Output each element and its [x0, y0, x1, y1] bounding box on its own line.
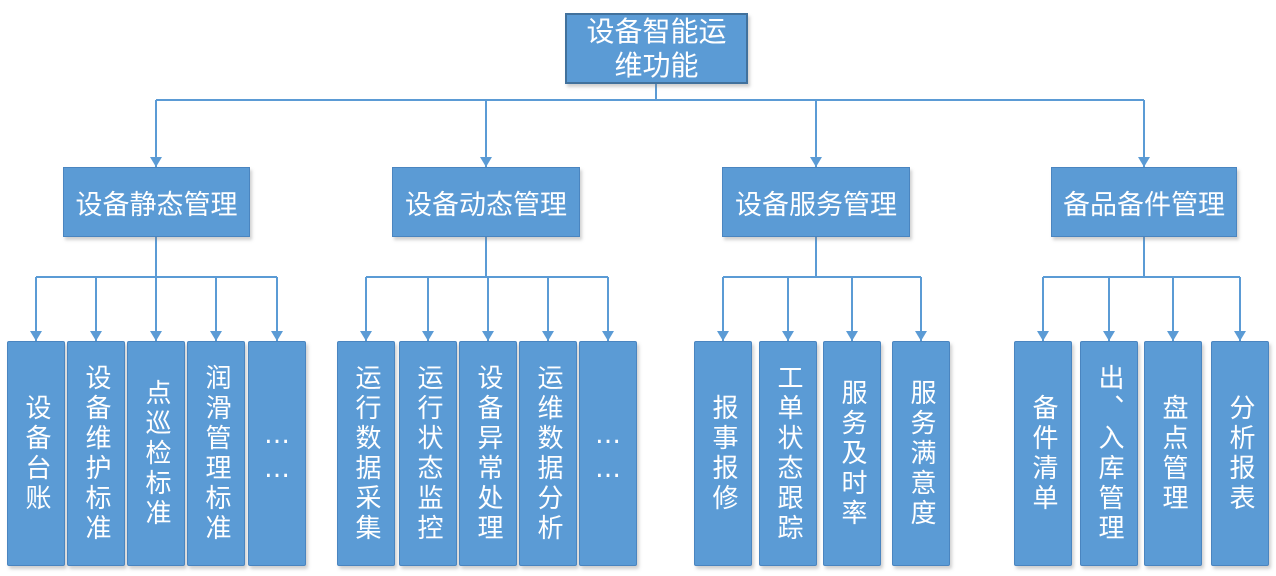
leaf-node: 盘点管理 — [1144, 341, 1202, 566]
leaf-node: 报事报修 — [694, 341, 752, 566]
leaf-label: …… — [593, 419, 623, 488]
leaf-node: 运维数据分析 — [519, 341, 577, 566]
node-root: 设备智能运维功能 — [565, 13, 748, 84]
leaf-label: 运维数据分析 — [533, 363, 563, 544]
leaf-label: 工单状态跟踪 — [773, 363, 803, 544]
leaf-label: 设备台账 — [21, 393, 51, 514]
leaf-node: 工单状态跟踪 — [759, 341, 817, 566]
node-branch-static-mgmt: 设备静态管理 — [63, 167, 250, 237]
leaf-label: 服务满意度 — [906, 378, 936, 529]
leaf-node-ellipsis: …… — [579, 341, 637, 566]
leaf-node: 服务满意度 — [892, 341, 950, 566]
leaf-node: 分析报表 — [1211, 341, 1269, 566]
leaf-node: 设备台账 — [7, 341, 65, 566]
leaf-node: 设备维护标准 — [67, 341, 125, 566]
leaf-node: 润滑管理标准 — [187, 341, 245, 566]
node-branch-dynamic-mgmt: 设备动态管理 — [392, 167, 580, 237]
leaf-node: 运行状态监控 — [399, 341, 457, 566]
leaf-label: 分析报表 — [1225, 393, 1255, 514]
leaf-node: 服务及时率 — [823, 341, 881, 566]
leaf-node: 点巡检标准 — [127, 341, 185, 566]
leaf-label: 点巡检标准 — [141, 378, 171, 529]
leaf-label: 运行状态监控 — [413, 363, 443, 544]
leaf-label: 盘点管理 — [1158, 393, 1188, 514]
leaf-node: 备件清单 — [1014, 341, 1072, 566]
leaf-label: 出、入库管理 — [1094, 363, 1124, 544]
node-branch-service-mgmt: 设备服务管理 — [722, 167, 910, 237]
node-branch-spares-mgmt: 备品备件管理 — [1051, 167, 1237, 237]
leaf-node: 出、入库管理 — [1080, 341, 1138, 566]
leaf-label: 备件清单 — [1028, 393, 1058, 514]
leaf-label: 运行数据采集 — [351, 363, 381, 544]
leaf-node: 设备异常处理 — [459, 341, 517, 566]
leaf-node-ellipsis: …… — [248, 341, 306, 566]
leaf-label: 报事报修 — [708, 393, 738, 514]
leaf-label: 润滑管理标准 — [201, 363, 231, 544]
leaf-label: 服务及时率 — [837, 378, 867, 529]
leaf-label: 设备异常处理 — [473, 363, 503, 544]
leaf-node: 运行数据采集 — [337, 341, 395, 566]
leaf-label: …… — [262, 419, 292, 488]
leaf-label: 设备维护标准 — [81, 363, 111, 544]
